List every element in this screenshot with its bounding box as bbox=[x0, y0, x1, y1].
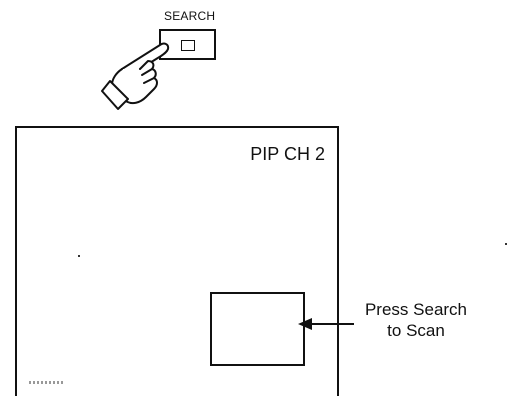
callout-line-1: Press Search bbox=[356, 299, 476, 320]
pip-channel-display: PIP CH 2 bbox=[250, 144, 325, 165]
pip-window bbox=[210, 292, 305, 366]
callout-line-2: to Scan bbox=[356, 320, 476, 341]
tv-screen: PIP CH 2 bbox=[15, 126, 339, 396]
pointing-hand-icon bbox=[98, 35, 190, 113]
press-search-callout: Press Search to Scan bbox=[356, 299, 476, 341]
arrow-left-icon bbox=[298, 316, 354, 332]
screen-bottom-mark bbox=[29, 381, 63, 384]
screen-speck bbox=[78, 255, 80, 257]
edge-speck bbox=[505, 243, 507, 245]
search-button-label: SEARCH bbox=[164, 9, 215, 23]
